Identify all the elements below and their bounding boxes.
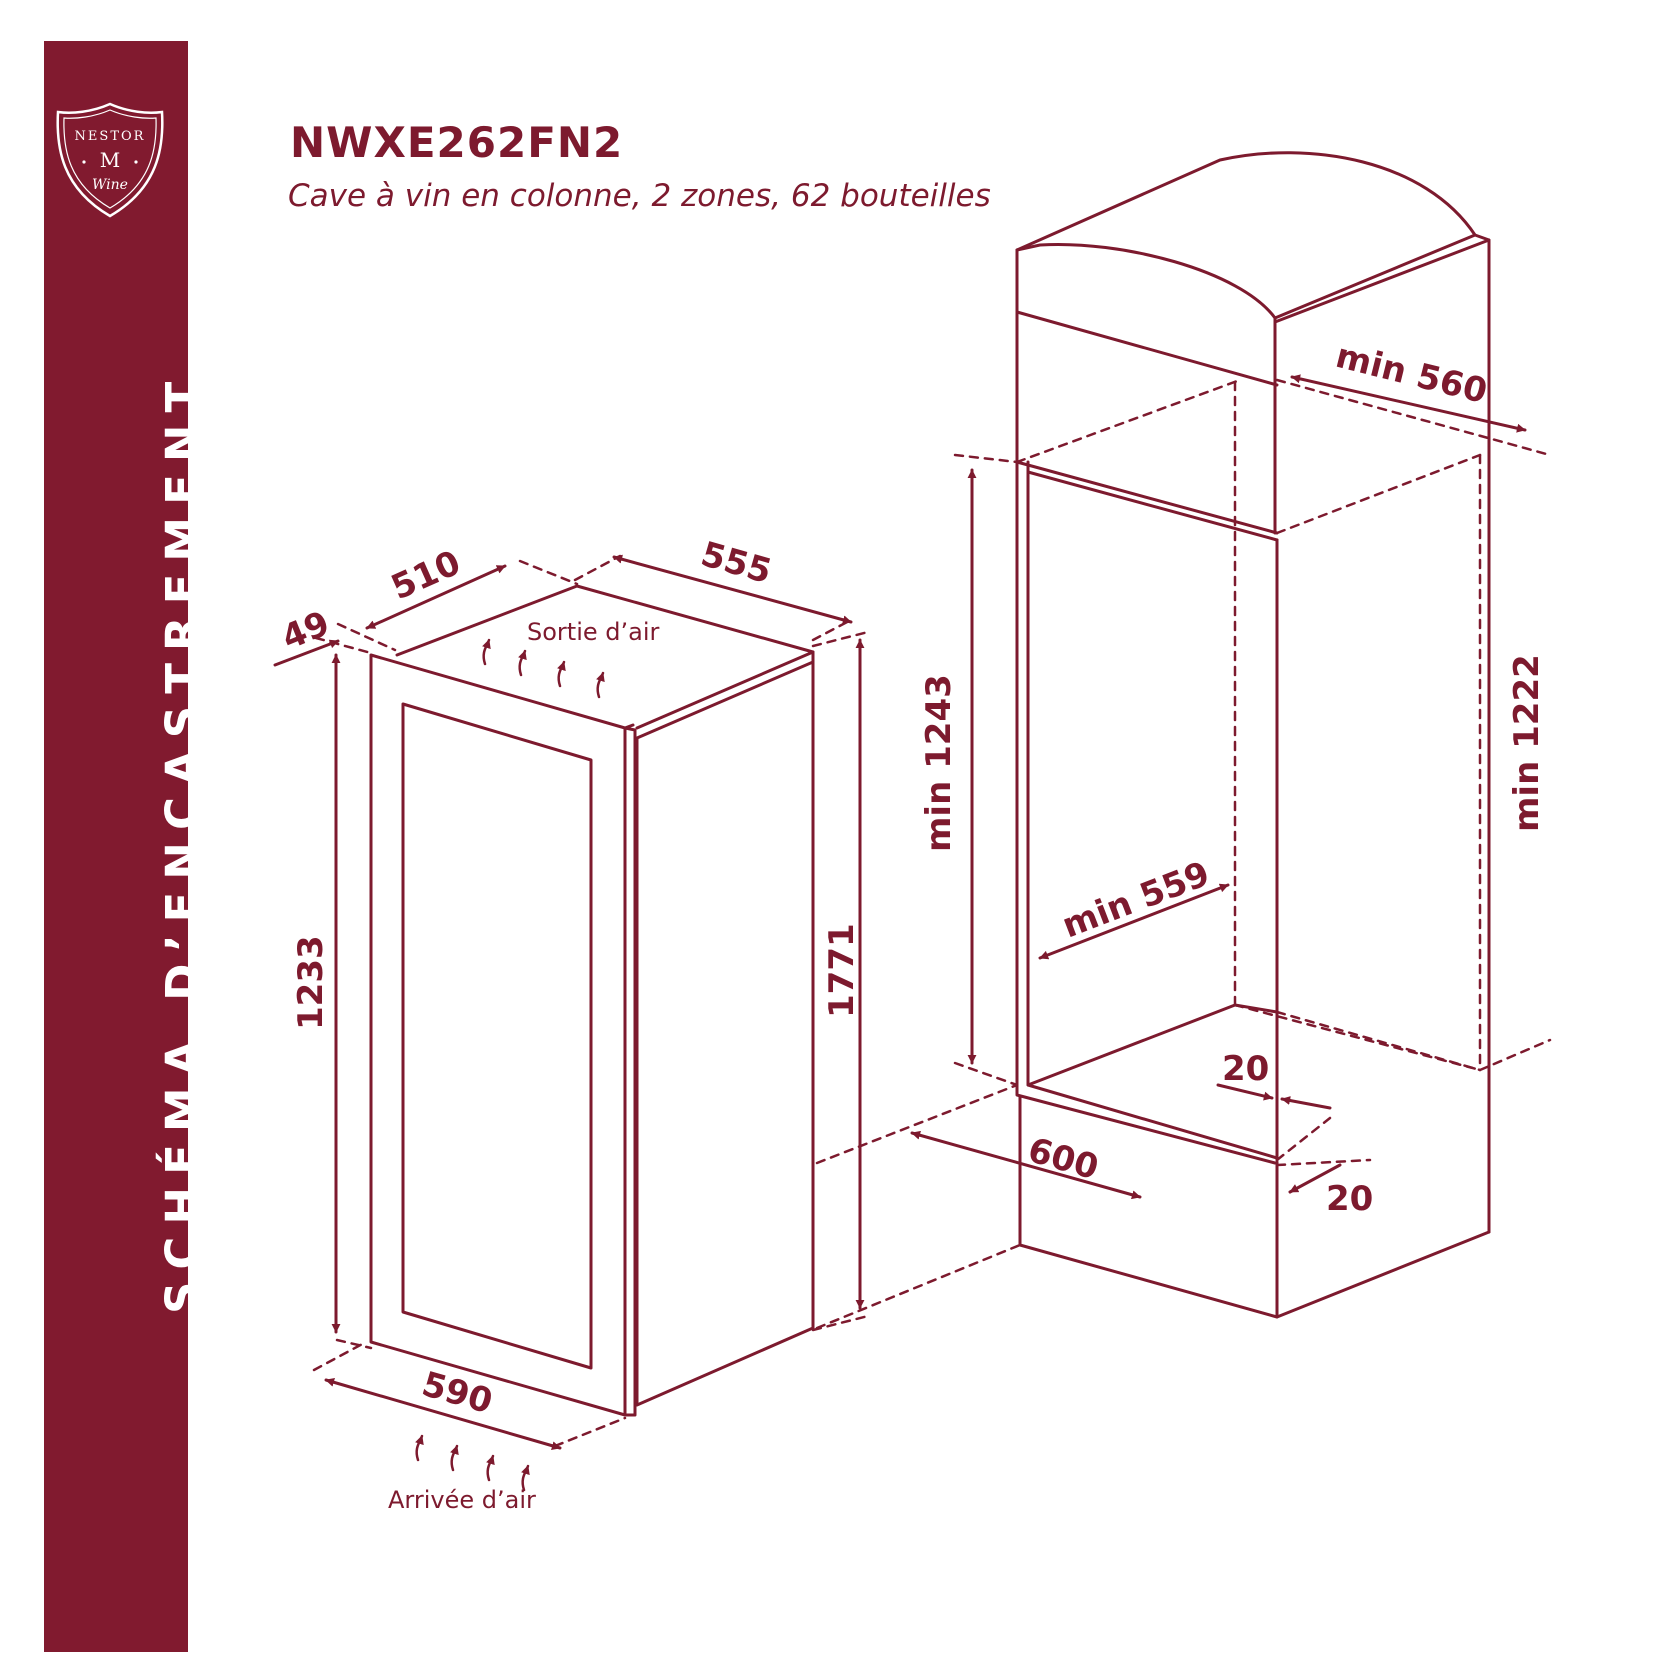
dim-min-1222-label: min 1222 [1507, 654, 1547, 832]
dim-590-arrow [324, 1377, 562, 1451]
dim-min-1243-label: min 1243 [919, 674, 959, 852]
dim-49-arrow [273, 639, 340, 667]
dim-min-560-arrow [1290, 374, 1527, 433]
logo-mid-text: M [100, 148, 120, 172]
dim-1771-label: 1771 [822, 923, 862, 1018]
niche-guides [815, 378, 1552, 1330]
dim-min-559-arrow [1038, 883, 1230, 960]
dim-510-arrow [365, 564, 507, 630]
dim-20-top-arrow-right [1280, 1096, 1332, 1110]
niche-dimensions [910, 374, 1527, 1200]
cabinet-door-outline [369, 653, 627, 1417]
dim-20-bottom-label: 20 [1326, 1179, 1373, 1219]
dim-20-top-label: 20 [1222, 1049, 1269, 1089]
dim-600-label: 600 [1024, 1130, 1103, 1188]
air-in-arrows-icon [415, 1434, 530, 1492]
cabinet-top [395, 584, 815, 730]
dim-555-arrow [612, 554, 853, 625]
dim-20-top-arrow-left [1216, 1083, 1274, 1101]
wine-cabinet-drawing [369, 584, 815, 1417]
dim-20-bottom-arrow [1288, 1163, 1342, 1194]
logo-top-text: NESTOR [75, 129, 146, 144]
cabinet-side [635, 660, 815, 1407]
air-out-label: Sortie d’air [527, 618, 659, 646]
niche-top-arch [1015, 151, 1477, 320]
dim-1233-label: 1233 [291, 935, 331, 1030]
air-in-label: Arrivée d’air [388, 1486, 536, 1514]
model-subtitle: Cave à vin en colonne, 2 zones, 62 boute… [288, 178, 991, 214]
dim-590-label: 590 [418, 1364, 497, 1422]
logo-bottom-text: Wine [92, 177, 128, 193]
cabinet-dimensions [273, 554, 870, 1451]
dim-49-label: 49 [276, 604, 335, 659]
niche-drawing [1015, 151, 1491, 1319]
nestor-wine-logo-icon: NESTOR M Wine [56, 102, 164, 218]
dim-min-559-label: min 559 [1057, 854, 1215, 947]
cabinet-glass-panel [401, 702, 593, 1370]
dim-510-label: 510 [385, 543, 466, 608]
dim-600-arrow [910, 1130, 1142, 1200]
air-out-arrows-icon [482, 638, 605, 699]
sidebar: SCHÉMA D’ENCASTREMENT [44, 41, 209, 1652]
model-title: NWXE262FN2 [290, 118, 624, 167]
